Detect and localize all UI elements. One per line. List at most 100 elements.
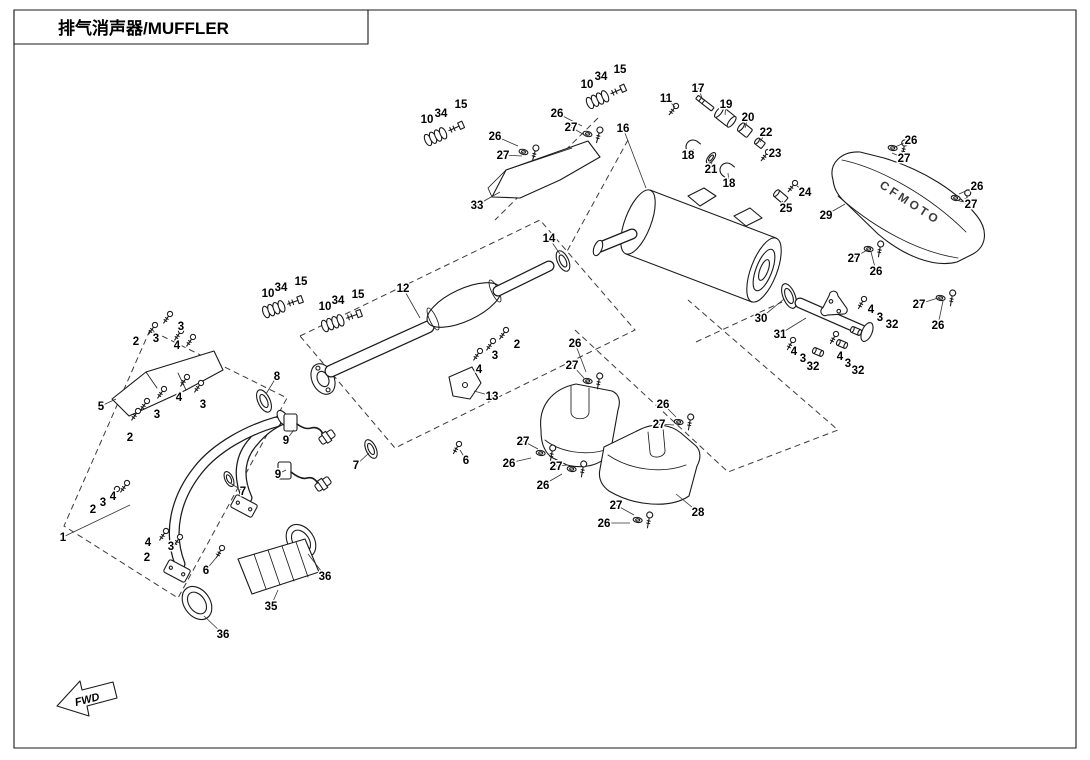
callout-4: 4 (145, 537, 152, 549)
callout-20: 20 (742, 112, 755, 124)
callout-10: 10 (319, 301, 332, 313)
callout-leader (759, 131, 767, 143)
callout-leader (697, 87, 704, 101)
callout-leader (285, 429, 295, 441)
callout-leader (760, 298, 785, 319)
callout-13: 13 (486, 391, 499, 403)
page-border (13, 9, 1077, 749)
part-18-clamp-a (685, 139, 702, 156)
part-18-clamp-b (719, 162, 736, 179)
callout-34: 34 (332, 295, 345, 307)
callout-1: 1 (60, 532, 67, 544)
callout-7: 7 (353, 460, 359, 472)
parts-17-25-fittings (666, 95, 800, 205)
callout-3: 3 (845, 358, 851, 370)
callout-26: 26 (569, 338, 582, 350)
callout-27: 27 (565, 122, 578, 134)
callout-leader (571, 364, 585, 379)
callout-leader (615, 504, 635, 516)
callout-27: 27 (550, 461, 563, 473)
callout-leader (574, 342, 587, 373)
callout-leader (556, 112, 583, 127)
callout-19: 19 (720, 99, 733, 111)
part-6-bolt (450, 439, 464, 456)
callout-3: 3 (877, 312, 883, 324)
callout-2: 2 (90, 504, 96, 516)
fwd-arrow: FWD (56, 680, 118, 717)
callout-leader (768, 152, 776, 156)
callout-27: 27 (653, 419, 666, 431)
callout-leader (62, 504, 131, 538)
callout-leader (473, 390, 493, 397)
callout-26: 26 (870, 266, 883, 278)
part-7-ring-b (223, 471, 235, 487)
small-bolts (108, 309, 511, 560)
part-21-gasket (705, 152, 717, 164)
callout-27: 27 (497, 150, 510, 162)
callout-4: 4 (868, 304, 875, 316)
bolt-4 (855, 294, 869, 311)
callout-leader (779, 317, 807, 335)
callout-5: 5 (98, 401, 105, 413)
callout-leader (665, 97, 676, 108)
callout-leader (894, 139, 912, 148)
callout-27: 27 (517, 436, 530, 448)
part-19-pipe-fitting (713, 106, 737, 128)
callout-32: 32 (852, 365, 865, 377)
callout-leader (918, 297, 939, 305)
callout-30: 30 (755, 313, 768, 325)
callout-26: 26 (905, 135, 918, 147)
callout-leader (265, 375, 278, 395)
callout-32: 32 (886, 319, 899, 331)
callout-27: 27 (610, 500, 623, 512)
callout-22: 22 (760, 127, 773, 139)
fwd-label: FWD (74, 691, 101, 709)
callout-leader (502, 154, 523, 157)
callout-4: 4 (176, 392, 183, 404)
callout-26: 26 (503, 458, 516, 470)
dashed-group-lines (63, 117, 839, 599)
callout-leader (853, 249, 868, 259)
callout-3: 3 (153, 333, 159, 345)
callout-6: 6 (203, 565, 209, 577)
callout-2: 2 (144, 552, 150, 564)
callout-36: 36 (319, 571, 332, 583)
callout-2: 2 (514, 339, 520, 351)
part-28-heat-shields (540, 383, 701, 505)
part-32-mount (835, 338, 849, 350)
callout-21: 21 (705, 164, 718, 176)
callout-26: 26 (489, 131, 502, 143)
part-9-oxygen-sensor-b (277, 461, 332, 492)
callout-leader (100, 398, 117, 407)
callout-26: 26 (598, 518, 611, 530)
callout-leader (622, 127, 647, 189)
callout-15: 15 (295, 276, 308, 288)
callout-3: 3 (492, 350, 498, 362)
callout-leader (277, 469, 287, 475)
callout-3: 3 (154, 409, 160, 421)
callout-4: 4 (110, 491, 117, 503)
part-9-oxygen-sensor-a (283, 413, 336, 445)
part-29-cover: CFMOTO (831, 151, 985, 265)
callout-leader (870, 251, 877, 272)
callout-4: 4 (837, 351, 844, 363)
callout-18: 18 (682, 150, 695, 162)
callout-27: 27 (965, 199, 978, 211)
callout-leader (955, 199, 972, 205)
callout-leader (270, 589, 279, 607)
callout-leader (891, 152, 905, 159)
callout-3: 3 (100, 497, 106, 509)
callout-3: 3 (800, 353, 806, 365)
callout-3: 3 (200, 399, 206, 411)
part-22-spacer (753, 137, 766, 149)
callout-15: 15 (352, 289, 365, 301)
callout-27: 27 (848, 253, 861, 265)
callout-16: 16 (617, 123, 630, 135)
callout-25: 25 (780, 203, 793, 215)
part-5-heat-shield (111, 350, 224, 417)
callout-3: 3 (178, 321, 184, 333)
callout-leader (203, 615, 224, 635)
